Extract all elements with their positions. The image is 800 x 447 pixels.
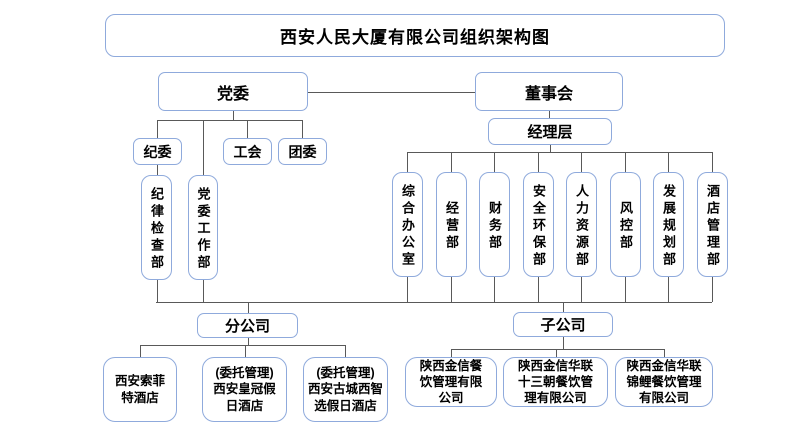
connector-line [302,120,303,138]
connector-line [203,120,204,175]
node-youth-league: 团委 [278,138,327,165]
node-discipline-committee: 纪委 [133,138,182,165]
node-jinxin-hualian-shisanchao-catering-company: 陕西金信华联 十三朝餐饮管 理有限公司 [503,357,608,407]
node-party-committee-work-dept: 党委工作部 [188,175,218,280]
node-management-level: 经理层 [488,118,612,145]
node-safety-environment-dept: 安全环保部 [523,172,554,277]
connector-line [157,120,303,121]
connector-line [494,277,495,302]
connector-line [140,345,345,346]
node-party-committee: 党委 [158,72,308,111]
node-jinxin-catering-company: 陕西金信餐 饮管理有限 公司 [405,357,497,407]
connector-line [247,120,248,138]
connector-line [245,345,246,357]
connector-line [625,152,626,172]
connector-line [625,277,626,302]
node-holiday-inn-express-xian-hotel: (委托管理) 西安古城西智 选假日酒店 [303,357,388,422]
connector-line [407,277,408,302]
connector-line [407,152,408,172]
connector-line [451,277,452,302]
connector-line [550,145,551,152]
connector-line [451,152,452,172]
node-jinxin-hualian-jinli-catering-company: 陕西金信华联 锦鲤餐饮管理 有限公司 [615,357,713,407]
node-discipline-inspection-dept: 纪律检查部 [141,175,172,280]
connector-line [664,349,665,357]
node-finance-dept: 财务部 [479,172,510,277]
connector-line [581,152,582,172]
node-development-planning-dept: 发展规划部 [653,172,684,277]
connector-line [538,277,539,302]
connector-line [712,277,713,302]
connector-line [156,302,712,303]
node-operations-dept: 经营部 [436,172,467,277]
connector-line [549,111,550,118]
node-sofitel-xian-hotel: 西安索菲 特酒店 [103,357,177,422]
connector-line [556,349,557,357]
connector-line [451,349,452,357]
node-board-of-directors: 董事会 [475,72,623,111]
connector-line [308,92,475,93]
connector-line [157,120,158,138]
connector-line [563,302,564,312]
connector-line [407,152,712,153]
connector-line [157,165,158,175]
connector-line [712,152,713,172]
node-general-office: 综合办公室 [392,172,423,277]
connector-line [233,111,234,120]
connector-line [563,337,564,349]
node-subsidiaries: 子公司 [513,312,613,337]
connector-line [140,345,141,357]
connector-line [494,152,495,172]
node-labor-union: 工会 [223,138,272,165]
connector-line [668,277,669,302]
node-branch-companies: 分公司 [197,313,298,338]
chart-title: 西安人民大厦有限公司组织架构图 [105,14,725,57]
node-hotel-management-dept: 酒店管理部 [697,172,728,277]
connector-line [248,302,249,313]
connector-line [451,349,664,350]
connector-line [248,338,249,345]
connector-line [157,280,158,302]
connector-line [581,277,582,302]
connector-line [668,152,669,172]
connector-line [538,152,539,172]
node-risk-control-dept: 风控部 [610,172,641,277]
connector-line [345,345,346,357]
node-human-resources-dept: 人力资源部 [566,172,597,277]
connector-line [203,280,204,302]
node-crowne-plaza-xian-hotel: (委托管理) 西安皇冠假 日酒店 [202,357,287,422]
